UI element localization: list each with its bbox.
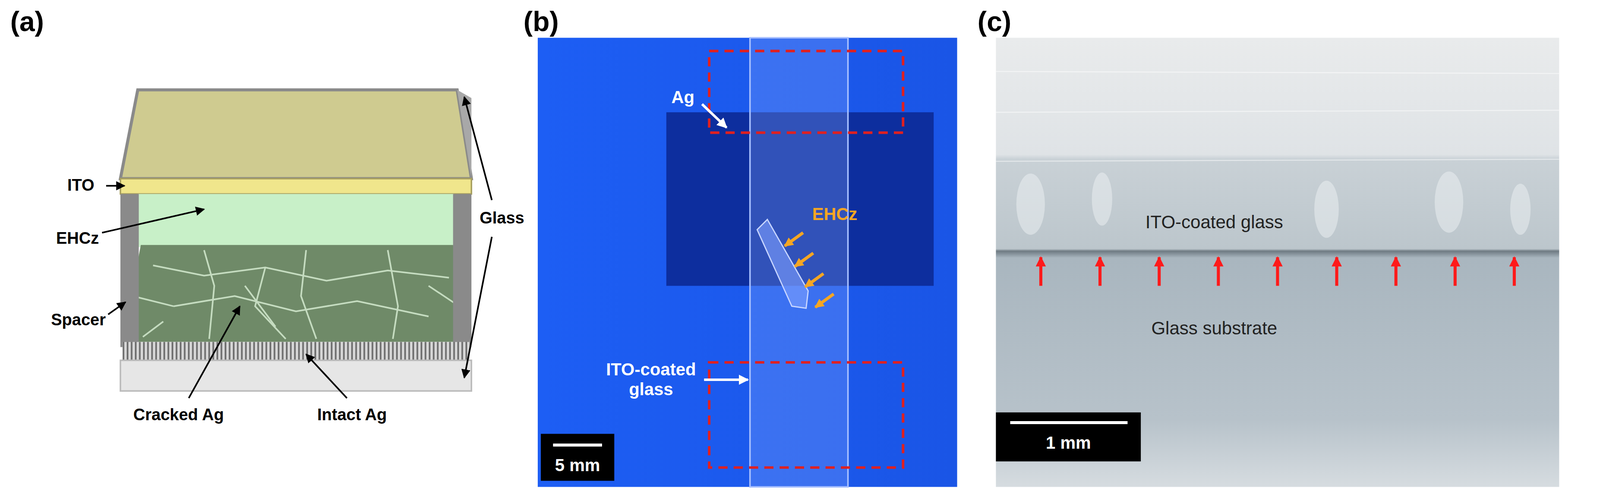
figure-shape bbox=[1434, 171, 1464, 233]
figure-shape bbox=[1016, 171, 1531, 238]
figure-shape bbox=[188, 306, 240, 399]
figure-shape bbox=[1157, 257, 1161, 286]
figure-shape bbox=[795, 253, 814, 267]
figure-shape bbox=[1216, 257, 1220, 286]
region-label: Glass substrate bbox=[1151, 318, 1278, 339]
figure-shape bbox=[300, 250, 316, 340]
figure-shape bbox=[1010, 421, 1128, 425]
figure-shape bbox=[995, 71, 1559, 74]
figure-shape bbox=[120, 89, 472, 179]
part-label: ITO-coated glass bbox=[602, 359, 700, 400]
figure-shape bbox=[101, 209, 204, 233]
photo-b bbox=[537, 37, 958, 488]
figure-shape bbox=[702, 104, 727, 128]
part-label: EHCz bbox=[812, 204, 858, 225]
figure-shape bbox=[132, 250, 460, 340]
part-label: Intact Ag bbox=[317, 405, 387, 425]
figure-shape bbox=[1335, 257, 1339, 286]
figure-shape bbox=[784, 232, 804, 247]
figure-shape bbox=[995, 412, 1141, 462]
figure-shape bbox=[120, 360, 472, 392]
figure-shape bbox=[995, 110, 1559, 113]
figure-shape bbox=[244, 285, 276, 327]
figure-shape bbox=[804, 273, 824, 288]
figure-shape bbox=[540, 434, 615, 482]
panel-label: (a) bbox=[10, 6, 45, 38]
region-label: ITO-coated glass bbox=[1145, 211, 1284, 233]
panel-label: (c) bbox=[977, 6, 1012, 38]
figure-shape bbox=[106, 185, 125, 187]
figure-shape bbox=[702, 104, 748, 380]
figure-shape bbox=[784, 232, 834, 308]
device-schematic bbox=[120, 89, 472, 392]
figure-shape bbox=[750, 37, 849, 488]
part-label: Glass bbox=[479, 208, 525, 228]
figure-shape bbox=[709, 362, 903, 468]
figure-shape bbox=[1510, 183, 1531, 235]
figure-shape bbox=[255, 267, 286, 340]
figure-shape bbox=[464, 236, 493, 378]
figure-shape bbox=[1453, 257, 1457, 286]
figure-shape bbox=[464, 97, 493, 201]
figure-shape bbox=[703, 378, 748, 382]
figure-shape bbox=[537, 37, 958, 488]
part-label: Ag bbox=[671, 87, 695, 108]
leader-lines bbox=[101, 97, 492, 399]
figure-shape bbox=[142, 321, 164, 337]
figure-shape bbox=[1098, 257, 1102, 286]
figure-shape bbox=[1040, 257, 1515, 286]
figure-shape bbox=[1016, 173, 1045, 235]
figure-shape bbox=[1039, 257, 1043, 286]
part-label: ITO bbox=[67, 176, 95, 196]
figure-shape bbox=[153, 265, 450, 281]
scale-bar-label: 5 mm bbox=[555, 455, 601, 476]
panel-label: (b) bbox=[523, 6, 559, 38]
figure-shape bbox=[1394, 257, 1398, 286]
figure-shape bbox=[995, 159, 1559, 162]
part-label: EHCz bbox=[56, 229, 99, 249]
figure-shape bbox=[120, 178, 472, 194]
figure-shape bbox=[204, 250, 215, 340]
figure-shape bbox=[457, 89, 472, 179]
figure-shape bbox=[108, 302, 126, 315]
figure-shape bbox=[387, 250, 398, 340]
figure-shape bbox=[709, 50, 903, 133]
figure-shape bbox=[137, 194, 455, 248]
figure-shape bbox=[1512, 257, 1516, 286]
figure-shape bbox=[306, 354, 348, 399]
figure-shape bbox=[552, 443, 602, 447]
figure-shape bbox=[995, 71, 1559, 162]
figure-shape bbox=[995, 37, 1559, 488]
scale-bar-label: 1 mm bbox=[1045, 432, 1092, 453]
part-label: Spacer bbox=[50, 311, 106, 331]
part-label: Cracked Ag bbox=[133, 405, 225, 425]
figure-shape bbox=[815, 293, 834, 308]
figure-shape bbox=[122, 342, 470, 361]
figure-shape bbox=[1314, 180, 1339, 238]
figure-shape bbox=[120, 194, 139, 348]
figure-shape bbox=[1275, 257, 1279, 286]
photo-c bbox=[995, 37, 1559, 488]
figure-shape bbox=[453, 194, 472, 348]
figure-shape bbox=[122, 245, 470, 343]
figure-shape bbox=[1091, 172, 1113, 226]
